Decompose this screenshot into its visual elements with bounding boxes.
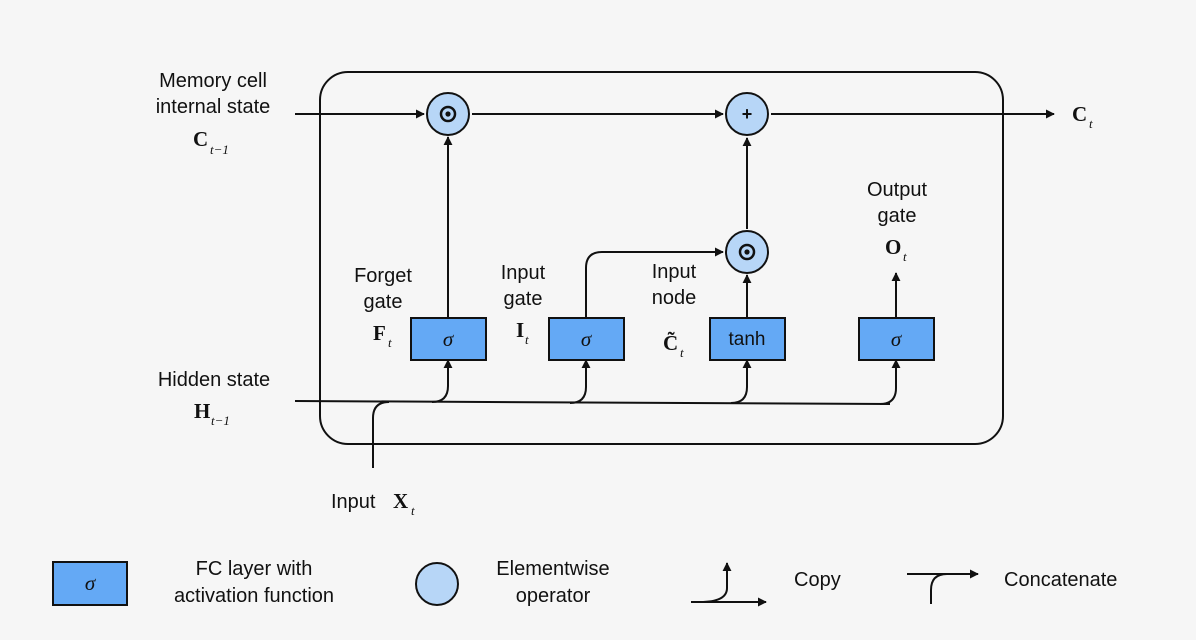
- input-gate-subscript: t: [525, 332, 529, 347]
- input-symbol: X: [393, 489, 408, 513]
- input-node-subscript: t: [680, 345, 684, 360]
- input-node-box: tanh: [709, 317, 786, 361]
- legend-concatenate-label: Concatenate: [1004, 569, 1117, 591]
- input-node-label-line1: Input: [652, 261, 697, 283]
- output-gate-symbol: O: [885, 235, 901, 259]
- forget-gate-box: σ: [410, 317, 487, 361]
- forget-multiply-operator: [426, 92, 470, 136]
- output-memory-subscript: t: [1089, 116, 1093, 131]
- output-gate-subscript: t: [903, 249, 907, 264]
- hidden-state-path: [294, 400, 891, 405]
- output-gate-box: σ: [858, 317, 935, 361]
- input-gate-label-line2: gate: [504, 288, 543, 310]
- memory-cell-subscript: t−1: [210, 142, 229, 157]
- forget-gate-subscript: t: [388, 335, 392, 350]
- legend-operator-circle: [415, 562, 459, 606]
- input-gate-box: σ: [548, 317, 625, 361]
- forget-gate-box-label: σ: [443, 327, 455, 351]
- legend-op-label-line2: operator: [516, 585, 591, 607]
- add-operator: +: [725, 92, 769, 136]
- gate-output-paths: [443, 136, 901, 318]
- input-node-label-line2: node: [652, 287, 697, 309]
- legend: σ FC layer with activation function Elem…: [52, 558, 1117, 607]
- legend-copy: Copy: [691, 562, 841, 607]
- forget-gate-label-line2: gate: [364, 291, 403, 313]
- memory-cell-label-line2: internal state: [156, 96, 271, 118]
- forget-gate-symbol: F: [373, 321, 386, 345]
- output-gate-label-line1: Output: [867, 179, 927, 201]
- hidden-state-label: Hidden state: [158, 369, 270, 391]
- memory-cell-symbol: C: [193, 127, 208, 151]
- gate-input-branches: [431, 359, 901, 405]
- output-memory-symbol: C: [1072, 102, 1087, 126]
- input-subscript: t: [411, 503, 415, 518]
- legend-op-label-line1: Elementwise: [496, 558, 609, 580]
- forget-gate-label-line1: Forget: [354, 265, 412, 287]
- input-multiply-operator: [725, 230, 769, 274]
- input-node-box-label: tanh: [729, 329, 766, 350]
- input-gate-box-label: σ: [581, 327, 593, 351]
- legend-fc-label-line1: FC layer with: [196, 558, 313, 580]
- lstm-cell-boundary: [319, 71, 1004, 445]
- input-x-path: [372, 401, 390, 468]
- legend-fc-label-line2: activation function: [174, 585, 334, 607]
- legend-elementwise-operator: Elementwise operator: [415, 558, 610, 607]
- input-node-symbol: C̃: [663, 331, 678, 355]
- legend-concatenate: Concatenate: [907, 569, 1117, 604]
- hidden-state-subscript: t−1: [211, 413, 230, 428]
- input-gate-symbol: I: [516, 318, 524, 342]
- memory-cell-label-line1: Memory cell: [159, 70, 267, 92]
- input-label: Input: [331, 491, 376, 513]
- add-operator-symbol: +: [742, 104, 753, 124]
- input-gate-label-line1: Input: [501, 262, 546, 284]
- legend-fc-symbol: σ: [85, 571, 97, 595]
- output-gate-label-line2: gate: [878, 205, 917, 227]
- output-gate-box-label: σ: [891, 327, 903, 351]
- legend-fc-layer: σ FC layer with activation function: [52, 558, 334, 607]
- hidden-state-symbol: H: [194, 399, 210, 423]
- legend-copy-label: Copy: [794, 569, 841, 591]
